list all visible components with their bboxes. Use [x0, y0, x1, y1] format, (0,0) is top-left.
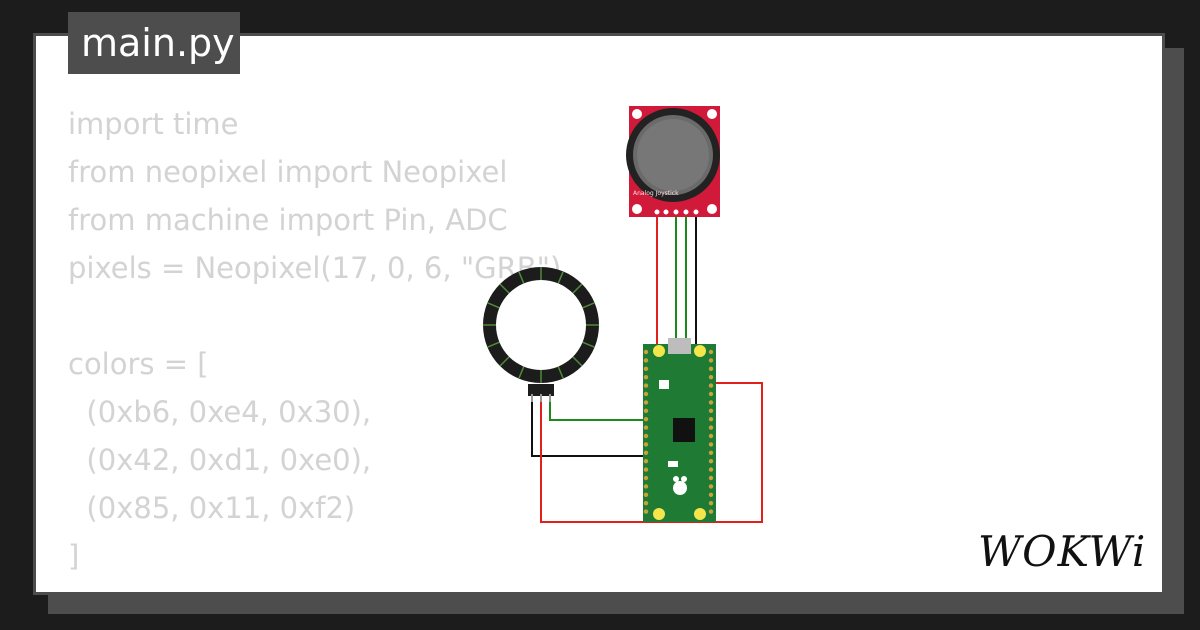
wokwi-logo: WOKWi [978, 527, 1146, 576]
pico-pin [708, 400, 714, 405]
pico-pin [643, 433, 649, 439]
pico-pin [643, 400, 649, 405]
wire-ring-din [549, 398, 645, 421]
pico-pin [643, 358, 649, 363]
pico-pin [643, 366, 649, 371]
analog-joystick[interactable]: Analog Joystick [626, 106, 720, 217]
raspberry-pi-pico[interactable] [643, 338, 716, 522]
code-line: from machine import Pin, ADC [68, 203, 508, 237]
joystick-label: Analog Joystick [633, 190, 679, 197]
ring-segment-divider [487, 341, 500, 348]
code-editor[interactable]: import time from neopixel import Neopixel… [68, 100, 561, 580]
ring-segment-divider [572, 356, 583, 367]
pico-pin [643, 383, 649, 388]
pico-pin [643, 408, 649, 413]
ring-segment-divider [499, 356, 510, 367]
pico-pin [708, 475, 714, 481]
ring-segment-divider [557, 366, 564, 379]
wire-ring-vcc [540, 382, 763, 523]
pico-pin [708, 492, 714, 497]
code-line: (0x85, 0x11, 0xf2) [68, 491, 356, 525]
code-line: import time [68, 107, 239, 141]
pico-pin [708, 358, 714, 363]
ring-segment-divider [557, 271, 564, 284]
ring-segment-divider [518, 366, 525, 379]
pico-pin [708, 391, 714, 397]
file-tab[interactable]: main.py [68, 12, 240, 74]
pico-pin [708, 417, 714, 422]
pico-pin [643, 442, 649, 447]
pico-pin [708, 366, 714, 371]
brand-name: WOKWi [978, 527, 1146, 576]
pico-pin [708, 349, 714, 355]
pico-pin [708, 442, 714, 447]
pico-pin [708, 467, 714, 472]
ring-segment-divider [487, 302, 500, 309]
pico-pin [708, 425, 714, 430]
pico-pin [643, 509, 649, 514]
pico-pin [643, 450, 649, 455]
pico-pin [643, 425, 649, 430]
pico-pin [708, 408, 714, 413]
raspberry-pi-logo-icon [673, 476, 687, 495]
pico-pin [708, 509, 714, 514]
code-line: ] [68, 539, 80, 573]
pico-pin [708, 484, 714, 489]
pico-pin [643, 484, 649, 489]
pico-pin [643, 475, 649, 481]
code-line: (0xb6, 0xe4, 0x30), [68, 395, 372, 429]
ring-segment-divider [518, 271, 525, 284]
ring-segment-divider [499, 283, 510, 294]
pico-pin [643, 375, 649, 380]
preview-card [33, 33, 1165, 595]
ring-segment-divider [572, 283, 583, 294]
pico-pin [643, 501, 649, 506]
pico-pin [708, 383, 714, 388]
pico-pin [708, 501, 714, 506]
ring-segment-divider [582, 341, 595, 348]
pico-pin [708, 450, 714, 455]
pico-pin [643, 492, 649, 497]
pico-pin [643, 417, 649, 422]
pico-pin [643, 391, 649, 397]
ring-segment-divider [582, 302, 595, 309]
code-line: (0x42, 0xd1, 0xe0), [68, 443, 372, 477]
code-line: from neopixel import Neopixel [68, 155, 508, 189]
pico-pin [708, 459, 714, 464]
pico-pin [643, 459, 649, 464]
pico-pin [643, 467, 649, 472]
neopixel-ring[interactable] [483, 267, 599, 402]
pico-pin [643, 349, 649, 355]
code-line: colors = [ [68, 347, 209, 381]
pico-pin [708, 433, 714, 439]
pico-pin [708, 375, 714, 380]
